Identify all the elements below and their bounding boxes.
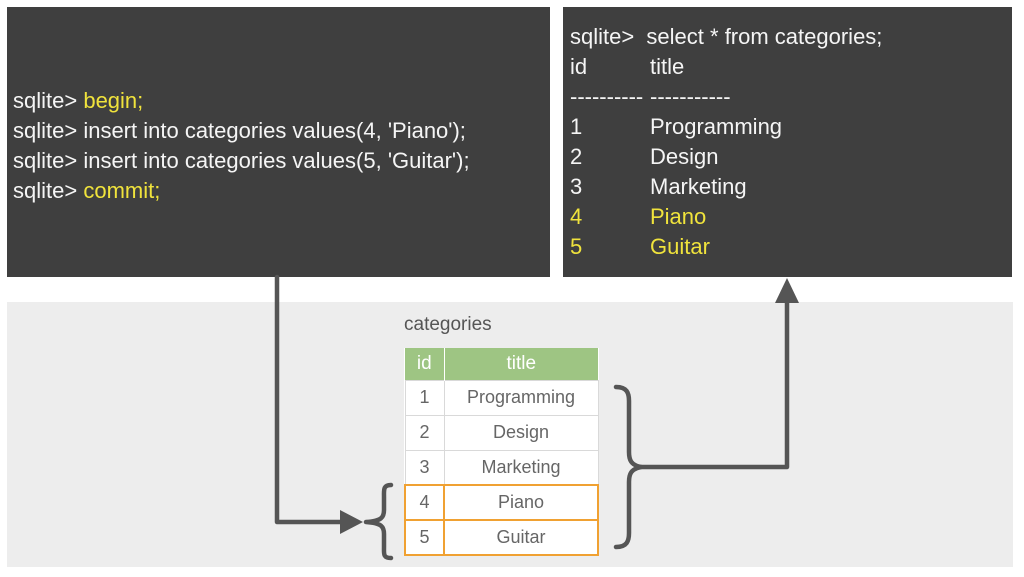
result-id-cell: 3 bbox=[570, 174, 583, 199]
result-id-cell: 5 bbox=[570, 234, 583, 259]
table-cell-title: Programming bbox=[443, 379, 599, 416]
result-id-cell: 4 bbox=[570, 204, 583, 229]
command-text: begin; bbox=[83, 88, 144, 113]
result-row: 3 Marketing bbox=[570, 172, 1012, 202]
result-row: 1 Programming bbox=[570, 112, 1012, 142]
command-text: insert into categories values(4, 'Piano'… bbox=[83, 118, 466, 143]
table-cell-title: Design bbox=[443, 414, 599, 451]
table-cell-id: 5 bbox=[404, 519, 445, 556]
insert-terminal-panel: sqlite> begin;sqlite> insert into catego… bbox=[7, 7, 550, 277]
table-cell-title: Piano bbox=[443, 484, 599, 521]
categories-table-header: id title bbox=[405, 348, 598, 380]
result-title-cell: Programming bbox=[650, 114, 783, 139]
result-row: --------------------- bbox=[570, 82, 1012, 112]
result-row: 5 Guitar bbox=[570, 232, 1012, 262]
result-title-cell: Guitar bbox=[650, 234, 710, 259]
result-id-cell: 2 bbox=[570, 144, 583, 169]
result-title-cell: ----------- bbox=[650, 84, 731, 109]
column-header-title: title bbox=[444, 348, 598, 380]
table-cell-id: 1 bbox=[404, 379, 445, 416]
table-cell-id: 3 bbox=[404, 449, 445, 486]
table-cell-id: 2 bbox=[404, 414, 445, 451]
result-row: 4 Piano bbox=[570, 202, 1012, 232]
result-row: id title bbox=[570, 52, 1012, 82]
terminal-line: sqlite> insert into categories values(5,… bbox=[13, 146, 550, 176]
table-cell-title: Guitar bbox=[443, 519, 599, 556]
result-row: 2 Design bbox=[570, 142, 1012, 172]
command-text: insert into categories values(5, 'Guitar… bbox=[83, 148, 470, 173]
table-name-label: categories bbox=[404, 314, 492, 335]
result-id-cell: id bbox=[570, 54, 588, 79]
select-terminal-panel: sqlite> select * from categories; id titl… bbox=[563, 7, 1012, 277]
select-arrowhead-icon bbox=[775, 278, 799, 303]
terminal-line: sqlite> commit; bbox=[13, 176, 550, 206]
result-title-cell: Marketing bbox=[650, 174, 747, 199]
insert-terminal-lines: sqlite> begin;sqlite> insert into catego… bbox=[13, 86, 550, 206]
result-title-cell: Piano bbox=[650, 204, 707, 229]
column-header-id: id bbox=[405, 348, 445, 380]
prompt-text: sqlite> bbox=[13, 148, 84, 173]
table-cell-title: Marketing bbox=[443, 449, 599, 486]
select-query-line: sqlite> select * from categories; bbox=[570, 24, 883, 49]
prompt-text: sqlite> bbox=[13, 118, 84, 143]
table-cell-id: 4 bbox=[404, 484, 445, 521]
command-text: commit; bbox=[83, 178, 161, 203]
terminal-line: sqlite> begin; bbox=[13, 86, 550, 116]
result-title-cell: title bbox=[650, 54, 685, 79]
prompt-text: sqlite> bbox=[13, 178, 84, 203]
terminal-line: sqlite> insert into categories values(4,… bbox=[13, 116, 550, 146]
result-title-cell: Design bbox=[650, 144, 719, 169]
prompt-text: sqlite> bbox=[13, 88, 84, 113]
result-id-cell: ---------- bbox=[570, 84, 644, 109]
result-id-cell: 1 bbox=[570, 114, 583, 139]
